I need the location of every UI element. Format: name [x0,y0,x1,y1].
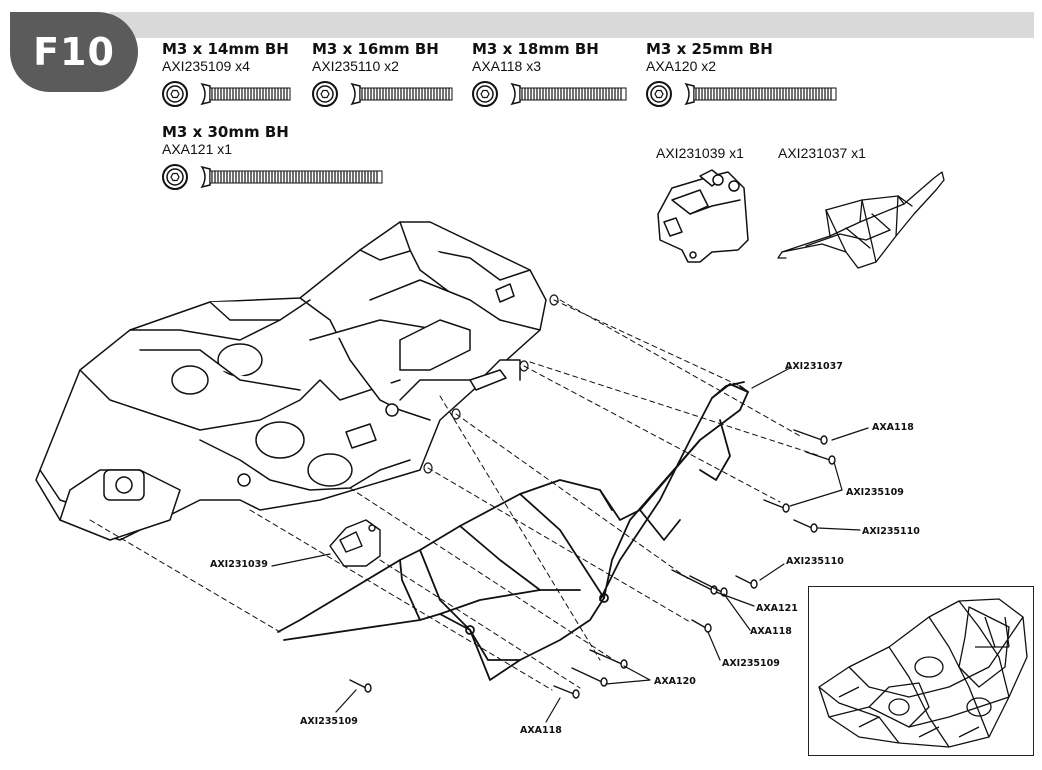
hardware-title: M3 x 16mm BH [312,40,439,58]
hardware-code: AXI235110 x2 [312,58,399,74]
callout-label: AXA118 [750,626,792,637]
callout-label: AXI231037 [785,361,843,372]
step-label: F10 [33,30,115,74]
callout-label: AXI231039 [210,559,268,570]
screw-icon [472,81,627,107]
hardware-m3x30: M3 x 30mm BH AXA121 x1 [162,123,383,190]
chassis-frame [35,221,547,541]
callout-label: AXA120 [654,676,696,687]
screw-icon [162,81,291,107]
kit-part-label-bracket: AXI231039 x1 [656,145,744,161]
screw-icon [646,81,837,107]
callout-label: AXI235109 [722,658,780,669]
callout-label: AXA118 [520,725,562,736]
bracket-part-icon [657,169,749,263]
rear-cage-assembly [277,381,749,681]
callout-leaders [271,367,869,723]
callout-label: AXI235110 [786,556,844,567]
completed-assembly-inset [808,586,1034,756]
hardware-m3x18: M3 x 18mm BH AXA118 x3 [472,40,627,107]
hardware-title: M3 x 14mm BH [162,40,289,58]
step-badge: F10 [10,12,138,92]
hardware-code: AXA120 x2 [646,58,717,74]
hardware-m3x25: M3 x 25mm BH AXA120 x2 [646,40,837,107]
hardware-code: AXA121 x1 [162,141,233,157]
hardware-title: M3 x 18mm BH [472,40,599,58]
header-bar [110,12,1034,38]
exploded-bracket [329,519,381,567]
assembly-guide-lines [89,299,821,691]
hardware-m3x14: M3 x 14mm BH AXI235109 x4 [162,40,291,107]
kit-part-label-cage: AXI231037 x1 [778,145,866,161]
screws [349,429,836,699]
callout-label: AXI235110 [862,526,920,537]
hardware-code: AXI235109 x4 [162,58,250,74]
screw-icon [312,81,453,107]
screw-icon [162,164,383,190]
callout-label: AXI235109 [300,716,358,727]
callout-label: AXA118 [872,422,914,433]
rear-cage-part-icon [777,171,945,269]
completed-chassis-icon [818,598,1028,748]
hardware-title: M3 x 30mm BH [162,123,289,141]
hardware-m3x16: M3 x 16mm BH AXI235110 x2 [312,40,453,107]
callout-label: AXI235109 [846,487,904,498]
callout-label: AXA121 [756,603,798,614]
hardware-title: M3 x 25mm BH [646,40,773,58]
hardware-code: AXA118 x3 [472,58,542,74]
